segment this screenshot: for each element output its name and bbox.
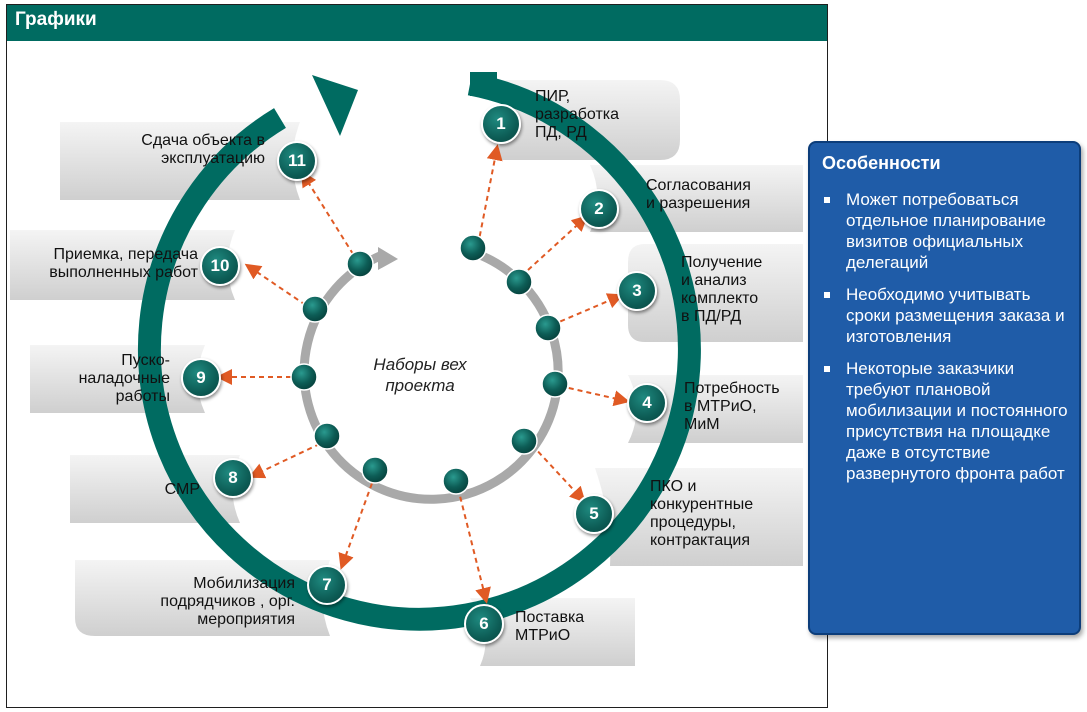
connector-3 [551, 293, 624, 326]
feature-text: Некоторые заказчики требуют плановой моб… [846, 359, 1068, 483]
milestone-dot-3 [534, 314, 562, 342]
milestone-dot-5 [510, 427, 538, 455]
step-9-label: Пуско- наладочные работы [78, 352, 170, 405]
step-6-label: Поставка МТРиО [515, 609, 585, 644]
milestone-dot-2 [505, 268, 533, 296]
step-11-label: Сдача объекта в эксплуатацию [141, 132, 265, 167]
step-5-label: ПКО и конкурентные процедуры, контрактац… [650, 478, 754, 549]
center-label: Наборы вех проекта [373, 355, 467, 395]
step-4-label: Потребность в МТРиО, МиМ [684, 380, 780, 433]
milestone-dot-6 [442, 467, 470, 495]
connector-6 [457, 487, 491, 604]
step-10-number-badge: 10 [200, 246, 240, 286]
step-2-label: Согласования и разрешения [646, 177, 751, 212]
connector-8 [248, 439, 329, 479]
milestone-dots [290, 234, 569, 495]
milestone-dot-11 [346, 250, 374, 278]
features-list: Может потребоваться отдельное планирован… [822, 189, 1072, 495]
milestone-dot-4 [541, 370, 569, 398]
milestone-connectors [216, 144, 630, 604]
step-4-number-badge: 4 [627, 383, 667, 423]
feature-text: Необходимо учитывать сроки размещения за… [846, 285, 1065, 346]
outer-arc-start-cap [470, 72, 497, 96]
outer-arc-arrowhead [312, 75, 358, 136]
feature-item: Некоторые заказчики требуют плановой моб… [822, 358, 1072, 484]
milestone-cycle-diagram [10, 72, 803, 666]
step-6-number-badge: 6 [464, 604, 504, 644]
connector-4 [559, 385, 630, 407]
step-7-label: Мобилизация подрядчиков , орг. мероприят… [160, 575, 295, 628]
connector-11 [300, 170, 359, 263]
step-8-label: СМР [164, 481, 200, 498]
milestone-dot-7 [361, 456, 389, 484]
step-3-label: Получение и анализ комплекто в ПД/РД [681, 254, 763, 325]
step-8-number-badge: 8 [213, 458, 253, 498]
milestone-dot-10 [301, 295, 329, 323]
step-5-number-badge: 5 [574, 494, 614, 534]
step-3-number-badge: 3 [617, 271, 657, 311]
bullet-square-icon [824, 292, 830, 298]
feature-item: Необходимо учитывать сроки размещения за… [822, 284, 1072, 347]
step-7-number-badge: 7 [307, 565, 347, 605]
bullet-square-icon [824, 197, 830, 203]
features-title: Особенности [822, 153, 941, 173]
connector-1 [477, 144, 503, 246]
step-1-label: ПИР, разработка ПД, РД [535, 88, 620, 141]
step-2-number-badge: 2 [579, 189, 619, 229]
connector-7 [338, 474, 376, 570]
feature-item: Может потребоваться отдельное планирован… [822, 189, 1072, 273]
step-11-number-badge: 11 [277, 141, 317, 181]
milestone-dot-8 [313, 422, 341, 450]
step-9-number-badge: 9 [181, 358, 221, 398]
feature-text: Может потребоваться отдельное планирован… [846, 190, 1046, 272]
inner-ring-arrowhead [378, 247, 398, 270]
connector-10 [244, 263, 314, 311]
milestone-dot-9 [290, 363, 318, 391]
features-panel: Особенности Может потребоваться отдельно… [808, 141, 1081, 635]
step-10-label: Приемка, передача выполненных работ [49, 246, 198, 281]
connector-5 [531, 444, 586, 503]
step-1-number-badge: 1 [481, 104, 521, 144]
connector-2 [527, 215, 588, 271]
slide-title: Графики [7, 5, 827, 41]
bullet-square-icon [824, 366, 830, 372]
milestone-dot-1 [459, 234, 487, 262]
